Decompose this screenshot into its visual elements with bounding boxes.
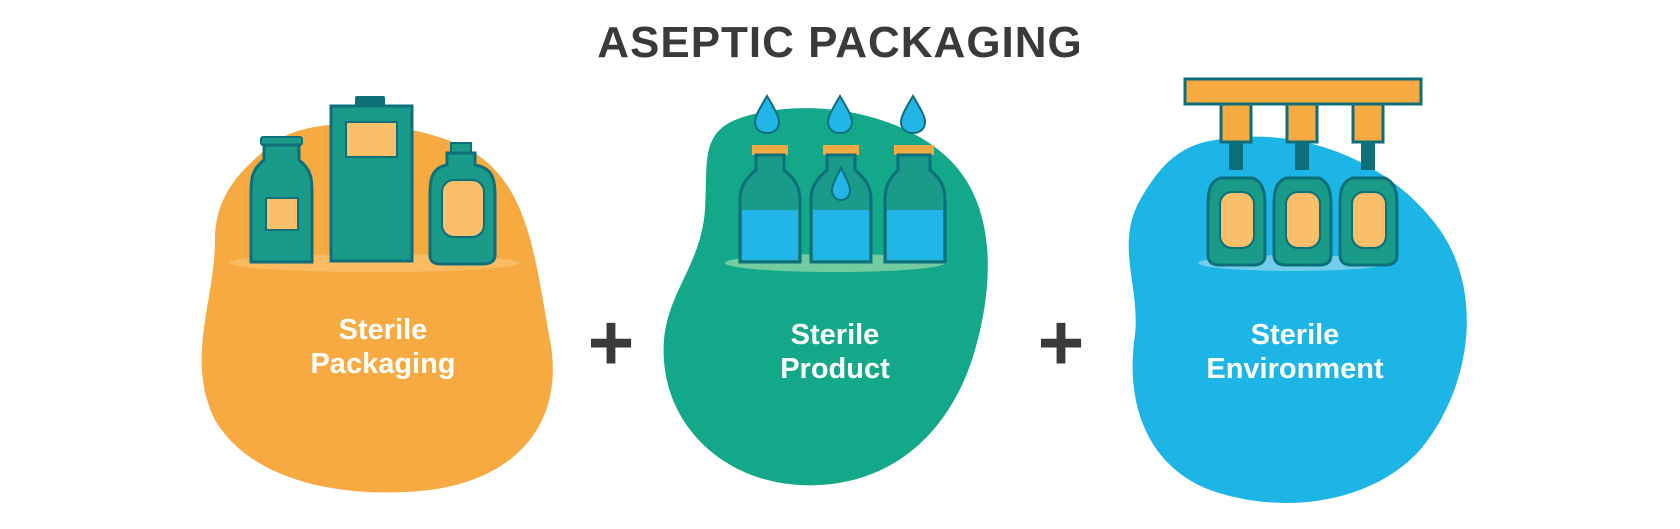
- page-title: ASEPTIC PACKAGING: [597, 18, 1083, 67]
- filled-bottles-with-drops-icon: [725, 94, 947, 272]
- panel-label-line: Sterile: [790, 319, 880, 351]
- panel-label-packaging: Sterile Packaging: [283, 313, 483, 381]
- filling-machine-icon: [1183, 77, 1423, 271]
- panel-label-line: Product: [780, 353, 890, 385]
- plus-operator: +: [1037, 298, 1085, 387]
- panel-label-line: Sterile: [338, 314, 428, 346]
- panel-label-environment: Sterile Environment: [1185, 318, 1405, 386]
- panel-label-line: Packaging: [310, 348, 456, 380]
- panel-label-line: Environment: [1206, 353, 1384, 385]
- plus-operator: +: [587, 298, 635, 387]
- panel-label-line: Sterile: [1250, 319, 1340, 351]
- panel-label-product: Sterile Product: [735, 318, 935, 386]
- bottles-and-carton-icon: [230, 96, 520, 272]
